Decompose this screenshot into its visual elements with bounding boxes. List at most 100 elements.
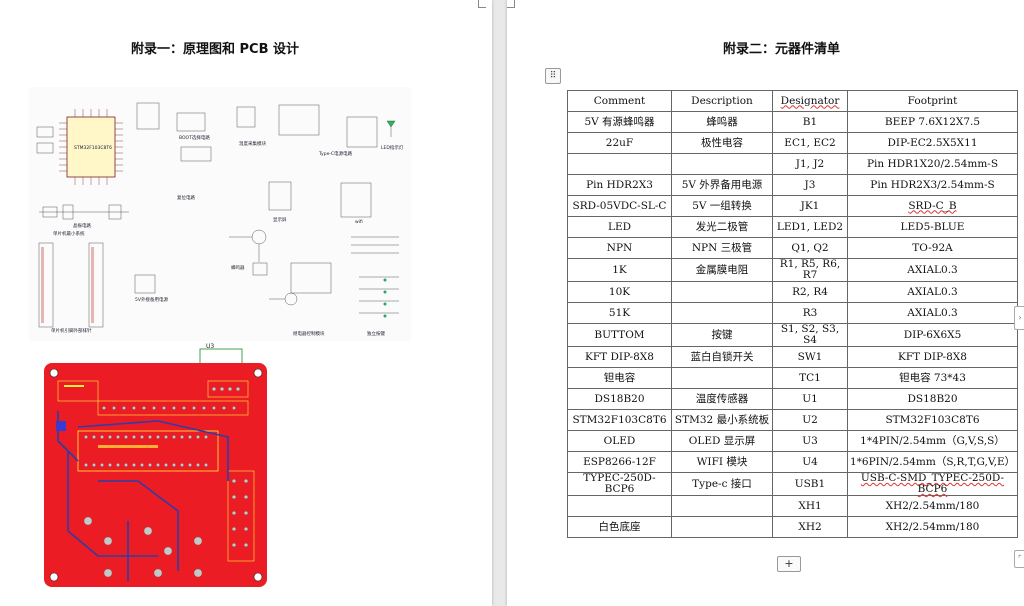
cell-designator[interactable]: U3 [772, 430, 848, 452]
cell-comment[interactable]: 51K [567, 302, 672, 324]
schematic-u1-label: STM32F103C8T6 [74, 145, 112, 151]
cell-description[interactable]: 5V 外界备用电源 [671, 174, 773, 196]
cell-comment[interactable]: SRD-05VDC-SL-C [567, 195, 672, 217]
cell-description[interactable]: 温度传感器 [671, 388, 773, 410]
cell-comment[interactable]: BUTTOM [567, 323, 672, 347]
cell-footprint[interactable]: DS18B20 [847, 388, 1018, 410]
cell-footprint[interactable]: AXIAL0.3 [847, 302, 1018, 324]
cell-footprint[interactable]: LED5-BLUE [847, 216, 1018, 238]
cell-comment[interactable]: 1K [567, 258, 672, 282]
schematic-led-label: LED指示灯 [381, 144, 404, 151]
cell-footprint[interactable]: USB-C-SMD_TYPEC-250D-BCP6 [847, 472, 1018, 496]
cell-comment[interactable]: STM32F103C8T6 [567, 409, 672, 431]
cell-designator[interactable]: R3 [772, 302, 848, 324]
cell-footprint[interactable]: DIP-EC2.5X5X11 [847, 132, 1018, 154]
cell-designator[interactable]: S1, S2, S3, S4 [772, 323, 848, 347]
cell-description[interactable]: 蓝白自锁开关 [671, 346, 773, 368]
cell-footprint[interactable]: AXIAL0.3 [847, 281, 1018, 303]
cell-designator[interactable]: U4 [772, 451, 848, 473]
cell-designator[interactable]: JK1 [772, 195, 848, 217]
cell-designator[interactable]: TC1 [772, 367, 848, 389]
cell-description[interactable]: 按键 [671, 323, 773, 347]
cell-comment[interactable]: KFT DIP-8X8 [567, 346, 672, 368]
add-row-button[interactable]: + [777, 556, 801, 572]
cell-designator[interactable]: XH2 [772, 516, 848, 538]
schematic-crystal-label: 晶振电路 [73, 222, 91, 229]
cell-comment[interactable] [567, 495, 672, 517]
cell-footprint[interactable]: Pin HDR2X3/2.54mm-S [847, 174, 1018, 196]
cell-comment[interactable]: 白色底座 [567, 516, 672, 538]
cell-description[interactable] [671, 516, 773, 538]
cell-comment[interactable]: 钽电容 [567, 367, 672, 389]
column-header-designator: Designator [772, 90, 848, 112]
cell-footprint[interactable]: 1*6PIN/2.54mm（S,R,T,G,V,E） [847, 451, 1018, 473]
footprint-text: USB-C-SMD_TYPEC-250D-BCP6 [860, 472, 1005, 495]
cell-footprint[interactable]: AXIAL0.3 [847, 258, 1018, 282]
cell-description[interactable]: NPN 三极管 [671, 237, 773, 259]
cell-footprint[interactable]: KFT DIP-8X8 [847, 346, 1018, 368]
cell-description[interactable]: 金属膜电阻 [671, 258, 773, 282]
cell-designator[interactable]: J3 [772, 174, 848, 196]
cell-comment[interactable]: 10K [567, 281, 672, 303]
cell-description[interactable]: WIFI 模块 [671, 451, 773, 473]
cell-footprint[interactable]: 钽电容 73*43 [847, 367, 1018, 389]
cell-comment[interactable]: NPN [567, 237, 672, 259]
cell-description[interactable] [671, 495, 773, 517]
cell-designator[interactable]: Q1, Q2 [772, 237, 848, 259]
designator-header-text: Designator [780, 94, 840, 107]
side-collapse-button[interactable]: › [1014, 306, 1024, 330]
cell-description[interactable] [671, 302, 773, 324]
cell-footprint[interactable]: XH2/2.54mm/180 [847, 495, 1018, 517]
cell-footprint[interactable]: BEEP 7.6X12X7.5 [847, 111, 1018, 133]
cell-description[interactable]: STM32 最小系统板 [671, 409, 773, 431]
side-resize-button[interactable]: ⌜ [1014, 550, 1024, 568]
cell-description[interactable] [671, 367, 773, 389]
cell-designator[interactable]: R2, R4 [772, 281, 848, 303]
cell-designator[interactable]: USB1 [772, 472, 848, 496]
schematic-mcu-block: STM32F103C8T6 [59, 109, 123, 185]
cell-comment[interactable]: Pin HDR2X3 [567, 174, 672, 196]
cell-designator[interactable]: EC1, EC2 [772, 132, 848, 154]
schematic-relay-label: 继电器控制模块 [293, 330, 325, 337]
cell-description[interactable]: 5V 一组转换 [671, 195, 773, 217]
cell-comment[interactable]: ESP8266-12F [567, 451, 672, 473]
cell-comment[interactable]: LED [567, 216, 672, 238]
schematic-temp-label: 温度采集模块 [239, 140, 266, 147]
cell-footprint[interactable]: XH2/2.54mm/180 [847, 516, 1018, 538]
table-move-handle[interactable]: ⠿ [545, 68, 561, 84]
cell-description[interactable]: Type-c 接口 [671, 472, 773, 496]
cell-footprint[interactable]: Pin HDR1X20/2.54mm-S [847, 153, 1018, 175]
cell-description[interactable] [671, 153, 773, 175]
cell-designator[interactable]: R1, R5, R6, R7 [772, 258, 848, 282]
cell-comment[interactable]: 22uF [567, 132, 672, 154]
cell-footprint[interactable]: STM32F103C8T6 [847, 409, 1018, 431]
cell-description[interactable] [671, 281, 773, 303]
pcb-layout-image: U3 [44, 343, 267, 587]
cell-designator[interactable]: XH1 [772, 495, 848, 517]
cell-designator[interactable]: SW1 [772, 346, 848, 368]
cell-designator[interactable]: U2 [772, 409, 848, 431]
cell-designator[interactable]: B1 [772, 111, 848, 133]
cell-designator[interactable]: U1 [772, 388, 848, 410]
cell-description[interactable]: 发光二极管 [671, 216, 773, 238]
cell-comment[interactable]: 5V 有源蜂鸣器 [567, 111, 672, 133]
cell-footprint[interactable]: 1*4PIN/2.54mm（G,V,S,S） [847, 430, 1018, 452]
cell-footprint[interactable]: SRD-C_B [847, 195, 1018, 217]
cell-comment[interactable]: OLED [567, 430, 672, 452]
cell-designator[interactable]: LED1, LED2 [772, 216, 848, 238]
cell-comment[interactable] [567, 153, 672, 175]
cell-description[interactable]: 极性电容 [671, 132, 773, 154]
cell-comment[interactable]: TYPEC-250D-BCP6 [567, 472, 672, 496]
cell-comment[interactable]: DS18B20 [567, 388, 672, 410]
cell-description[interactable]: OLED 显示屏 [671, 430, 773, 452]
cell-footprint[interactable]: TO-92A [847, 237, 1018, 259]
cell-designator[interactable]: J1, J2 [772, 153, 848, 175]
cell-footprint[interactable]: DIP-6X6X5 [847, 323, 1018, 347]
cell-description[interactable]: 蜂鸣器 [671, 111, 773, 133]
